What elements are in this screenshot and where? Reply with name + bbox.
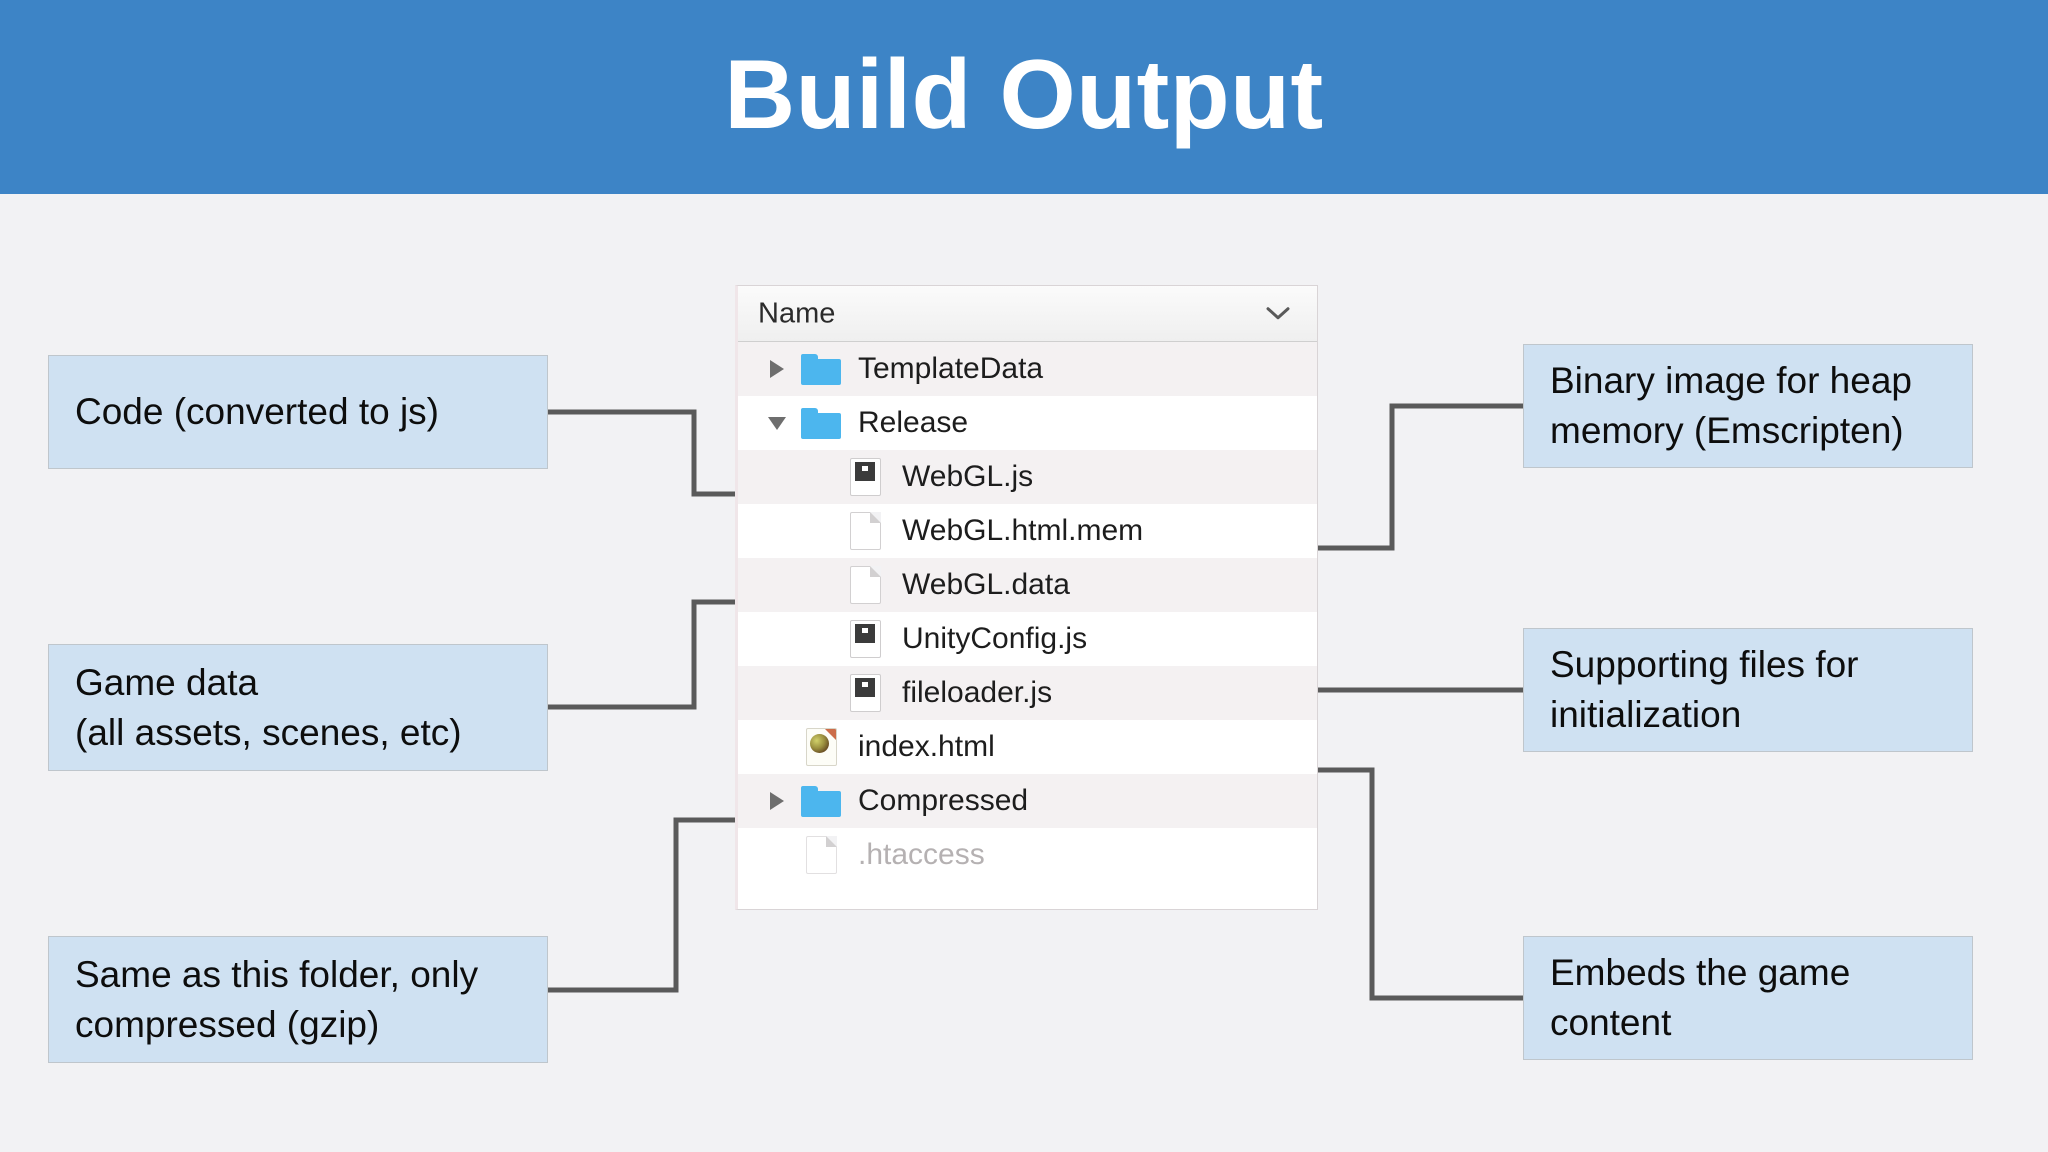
file-browser-panel[interactable]: Name TemplateData <box>735 285 1318 910</box>
file-row-htaccess[interactable]: .htaccess <box>738 828 1317 882</box>
blank-file-icon <box>842 512 888 550</box>
file-name-label: WebGL.data <box>902 568 1070 601</box>
disclosure-triangle-collapsed-icon[interactable] <box>760 790 794 812</box>
js-file-icon <box>842 620 888 658</box>
file-name-label: fileloader.js <box>902 676 1053 709</box>
file-list-column-header[interactable]: Name <box>738 286 1317 342</box>
disclosure-triangle-collapsed-icon[interactable] <box>760 358 794 380</box>
file-list: TemplateData Release WebGL.js <box>738 342 1317 882</box>
page-title: Build Output <box>724 39 1324 150</box>
column-header-name: Name <box>758 297 836 329</box>
callout-supporting-files: Supporting files for initialization <box>1523 628 1973 752</box>
file-row-unityconfig-js[interactable]: UnityConfig.js <box>738 612 1317 666</box>
disclosure-triangle-expanded-icon[interactable] <box>760 413 794 433</box>
file-row-webgl-data[interactable]: WebGL.data <box>738 558 1317 612</box>
file-row-index-html[interactable]: index.html <box>738 720 1317 774</box>
file-name-label: TemplateData <box>858 352 1044 385</box>
callout-code-text: Code (converted to js) <box>75 391 440 432</box>
file-row-webgl-html-mem[interactable]: WebGL.html.mem <box>738 504 1317 558</box>
file-name-label: Compressed <box>858 784 1029 817</box>
folder-icon <box>798 785 844 817</box>
file-name-label: Release <box>858 406 969 439</box>
file-name-label: UnityConfig.js <box>902 622 1088 655</box>
callout-compressed-text: Same as this folder, only compressed (gz… <box>75 953 479 1045</box>
callout-code: Code (converted to js) <box>48 355 548 469</box>
file-name-label: WebGL.js <box>902 460 1034 493</box>
callout-supporting-files-text: Supporting files for initialization <box>1550 644 1859 735</box>
js-file-icon <box>842 458 888 496</box>
slide-title-bar: Build Output <box>0 0 2048 194</box>
callout-compressed: Same as this folder, only compressed (gz… <box>48 936 548 1063</box>
js-file-icon <box>842 674 888 712</box>
folder-icon <box>798 407 844 439</box>
file-row-compressed[interactable]: Compressed <box>738 774 1317 828</box>
file-row-webgl-js[interactable]: WebGL.js <box>738 450 1317 504</box>
file-row-fileloader-js[interactable]: fileloader.js <box>738 666 1317 720</box>
blank-file-icon <box>842 566 888 604</box>
callout-binary-heap: Binary image for heap memory (Emscripten… <box>1523 344 1973 468</box>
file-row-templatedata[interactable]: TemplateData <box>738 342 1317 396</box>
folder-icon <box>798 353 844 385</box>
callout-binary-heap-text: Binary image for heap memory (Emscripten… <box>1550 360 1912 451</box>
blank-file-icon <box>798 836 844 874</box>
file-row-release[interactable]: Release <box>738 396 1317 450</box>
callout-game-data: Game data (all assets, scenes, etc) <box>48 644 548 771</box>
callout-embeds-game-text: Embeds the game content <box>1550 952 1851 1043</box>
file-name-label: index.html <box>858 730 995 763</box>
callout-game-data-text: Game data (all assets, scenes, etc) <box>75 661 462 753</box>
html-file-icon <box>798 728 844 766</box>
file-name-label: .htaccess <box>858 838 985 871</box>
chevron-down-icon[interactable] <box>1265 299 1291 325</box>
callout-embeds-game: Embeds the game content <box>1523 936 1973 1060</box>
file-name-label: WebGL.html.mem <box>902 514 1144 547</box>
